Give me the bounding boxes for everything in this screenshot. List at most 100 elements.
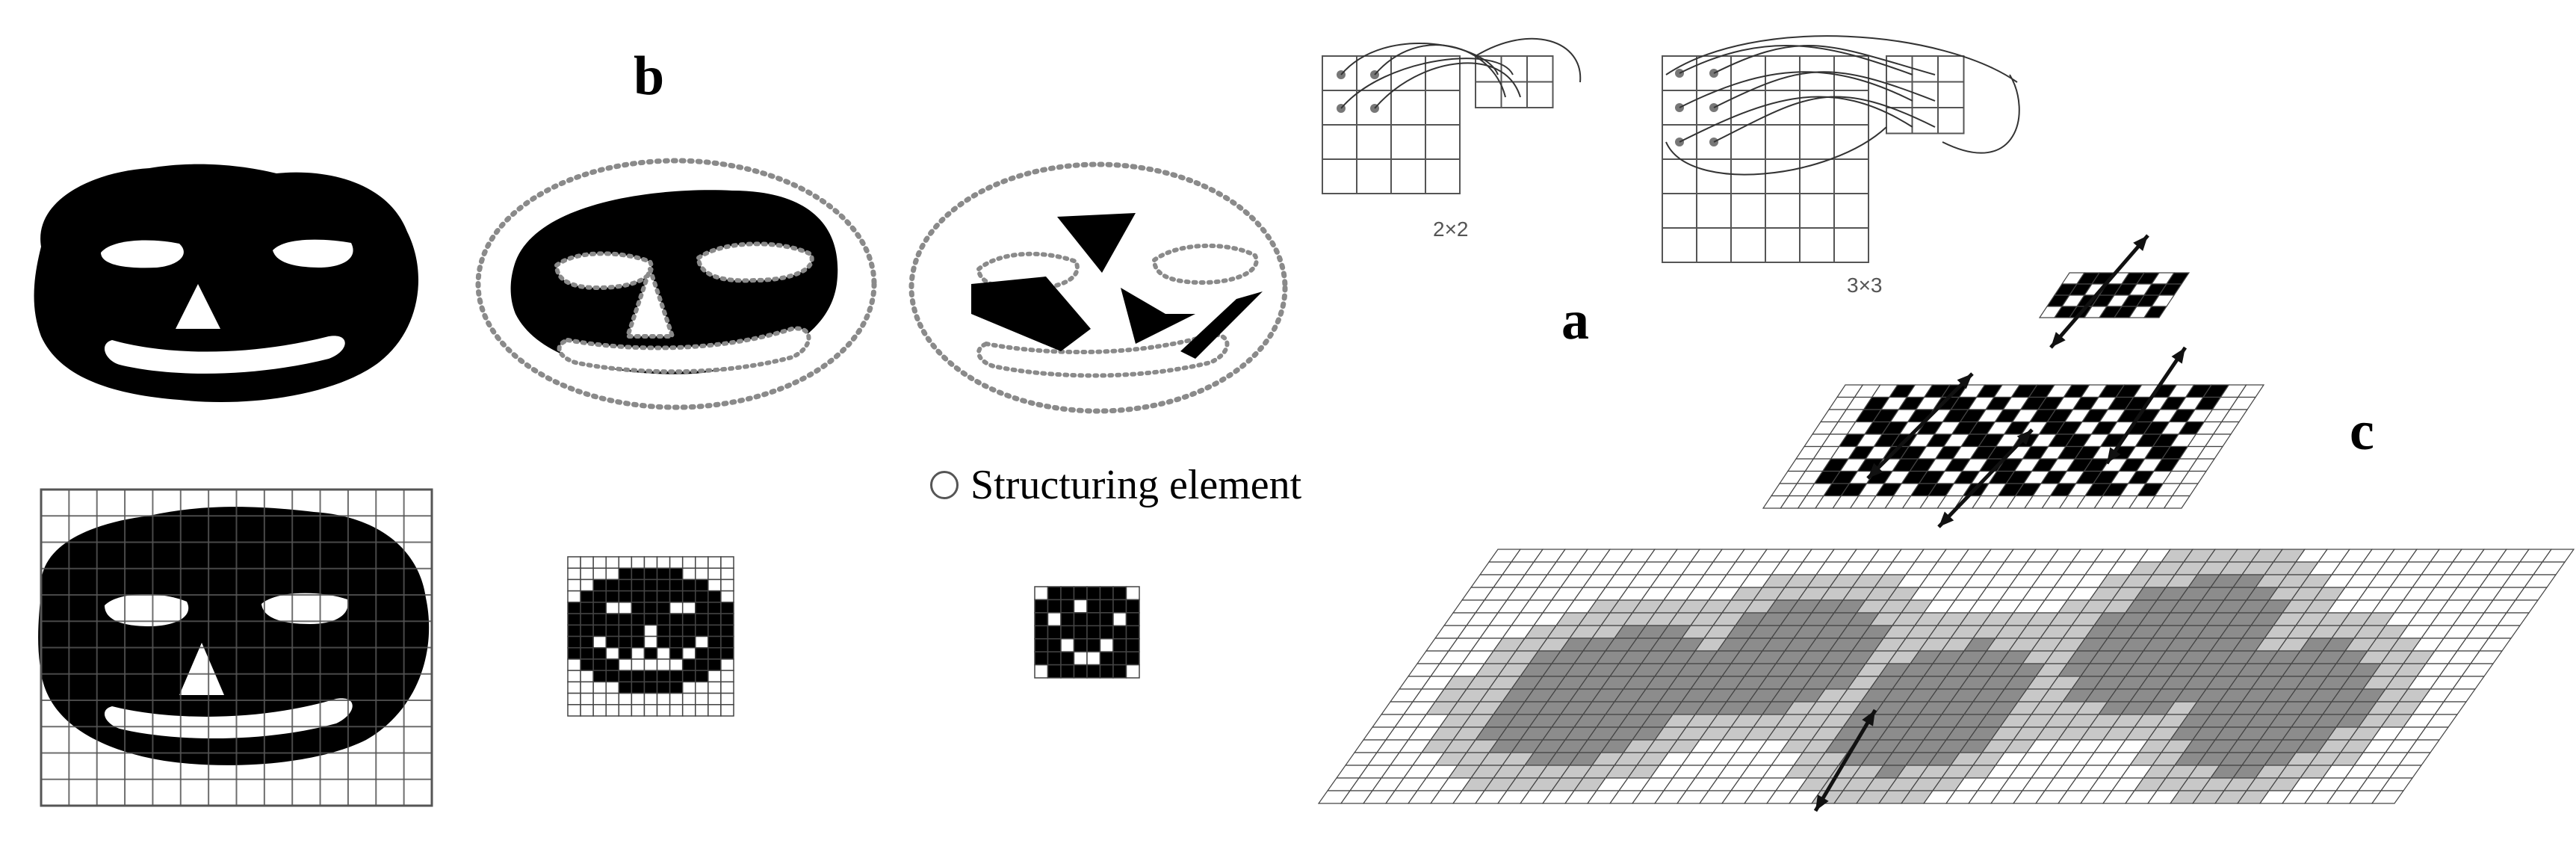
- pixel: [618, 578, 633, 592]
- pixel: [708, 681, 722, 694]
- pixel: [643, 590, 658, 603]
- subgrid-cell: [1937, 55, 1965, 83]
- pixel: [695, 578, 709, 592]
- pixel: [720, 578, 734, 592]
- grid-cell: [1356, 158, 1392, 194]
- panel-label-b: b: [634, 46, 665, 107]
- pixel: [580, 602, 594, 614]
- eroded-face-2: [908, 161, 1288, 414]
- pixel: [681, 613, 696, 626]
- pixel: [580, 590, 594, 603]
- pixel: [643, 556, 658, 569]
- pixel: [1073, 651, 1088, 666]
- pixel: [1034, 625, 1049, 640]
- grid-cell: [1765, 124, 1801, 160]
- pixel: [708, 692, 722, 706]
- grid-cell: [1356, 124, 1392, 160]
- grid-cell: [1833, 227, 1869, 263]
- pixel: [1086, 612, 1101, 627]
- pixel: [605, 670, 620, 683]
- double-arrow: [2105, 346, 2188, 465]
- pixel: [1099, 664, 1114, 679]
- pixel: [631, 602, 645, 614]
- pixel: [592, 670, 607, 683]
- pixel: [681, 681, 696, 694]
- pixel: [580, 635, 594, 649]
- pixel: [695, 670, 709, 683]
- pixel: [656, 681, 671, 694]
- pixel: [1112, 612, 1127, 627]
- grid-cell: [1425, 124, 1461, 160]
- pixel: [1112, 664, 1127, 679]
- subgrid-cell: [1911, 107, 1939, 135]
- pixel: [631, 590, 645, 603]
- pixel: [681, 590, 696, 603]
- pixel: [681, 556, 696, 569]
- pixel: [656, 590, 671, 603]
- pixel: [631, 635, 645, 649]
- pixel: [1073, 599, 1088, 614]
- pixel: [708, 590, 722, 603]
- pixel: [592, 635, 607, 649]
- pixel: [618, 602, 633, 614]
- pixel: [1099, 586, 1114, 601]
- pixel: [669, 681, 684, 694]
- pixel: [720, 556, 734, 569]
- pixel: [669, 578, 684, 592]
- pixel: [580, 704, 594, 717]
- pixel: [669, 692, 684, 706]
- double-arrow: [1813, 709, 1877, 812]
- pixel: [567, 556, 581, 569]
- grid-cell: [1390, 90, 1426, 126]
- pixel: [605, 567, 620, 581]
- pixel: [605, 681, 620, 694]
- pixel: [592, 556, 607, 569]
- pixel: [1034, 599, 1049, 614]
- neighbourhood-grid-2x2: [1322, 37, 1582, 194]
- link: [1713, 96, 1936, 143]
- pixel: [720, 692, 734, 706]
- pixel: [1047, 599, 1062, 614]
- pixel: [681, 670, 696, 683]
- link: [1713, 44, 1936, 75]
- pixel: [720, 635, 734, 649]
- pixel: [643, 692, 658, 706]
- pixel: [605, 624, 620, 638]
- grid-cell: [1765, 193, 1801, 229]
- pixel: [567, 590, 581, 603]
- pixel: [1099, 612, 1114, 627]
- pixel: [1086, 638, 1101, 652]
- pixel: [669, 670, 684, 683]
- pixel: [1086, 625, 1101, 640]
- pixel: [695, 602, 709, 614]
- panel-label-a: a: [1561, 290, 1589, 351]
- pixel: [592, 692, 607, 706]
- pixel: [1060, 664, 1075, 679]
- pixel: [1125, 625, 1140, 640]
- pixel: [618, 658, 633, 671]
- pixel: [720, 670, 734, 683]
- arrow-head: [1957, 374, 1972, 389]
- face-original: [34, 164, 419, 402]
- subgrid-cell: [1911, 81, 1939, 108]
- pixel: [592, 578, 607, 592]
- arrow-head: [1815, 794, 1829, 811]
- pixel: [1086, 586, 1101, 601]
- pixel: [567, 624, 581, 638]
- pixel: [681, 704, 696, 717]
- pixel: [1112, 586, 1127, 601]
- pixel: [1060, 586, 1075, 601]
- pixel: [618, 556, 633, 569]
- pixel: [592, 602, 607, 614]
- grid-size-label-2x2: 2×2: [1433, 217, 1469, 241]
- pixel: [1125, 651, 1140, 666]
- pixel: [580, 578, 594, 592]
- pixel: [681, 578, 696, 592]
- pixel: [1060, 625, 1075, 640]
- double-arrow: [1937, 428, 2034, 528]
- pixel: [1060, 599, 1075, 614]
- pixel: [592, 590, 607, 603]
- pixel: [631, 578, 645, 592]
- pixel: [1073, 586, 1088, 601]
- grid-cell: [1696, 227, 1732, 263]
